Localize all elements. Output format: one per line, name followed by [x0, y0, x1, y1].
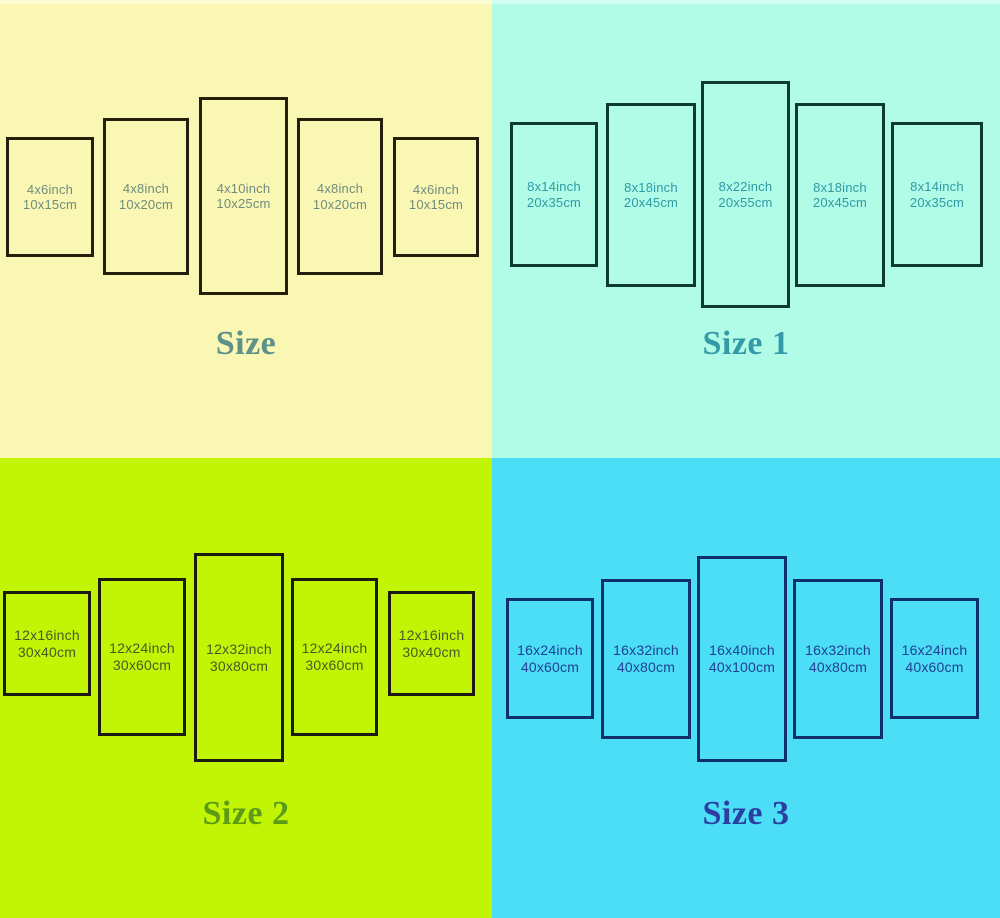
panel-label-inch: 8x22inch: [718, 179, 773, 195]
panel-label-inch: 4x10inch: [216, 180, 271, 196]
canvas-panel: 12x24inch 30x60cm: [291, 578, 378, 736]
panel-label-cm: 40x60cm: [520, 658, 580, 675]
panel-label-cm: 20x45cm: [623, 195, 679, 210]
panel-label: 16x32inch 40x80cm: [613, 642, 679, 675]
panel-label-inch: 12x16inch: [398, 626, 465, 643]
canvas-panel: 12x16inch 30x40cm: [3, 591, 91, 696]
panel-label-inch: 16x24inch: [517, 641, 583, 658]
panel-label: 8x14inch 20x35cm: [910, 179, 964, 210]
panel-label-cm: 30x60cm: [112, 657, 172, 673]
panel-label: 8x22inch 20x55cm: [718, 179, 772, 210]
canvas-panel: 8x14inch 20x35cm: [510, 122, 598, 267]
panel-label-inch: 12x16inch: [14, 626, 80, 643]
panel-label: 8x14inch 20x35cm: [527, 179, 581, 210]
panel-label-cm: 10x20cm: [118, 196, 174, 212]
panel-label-inch: 12x24inch: [109, 640, 175, 657]
canvas-panel: 16x32inch 40x80cm: [793, 579, 883, 739]
panel-label-cm: 10x20cm: [312, 196, 368, 212]
panel-label-cm: 10x15cm: [408, 197, 464, 212]
panel-label: 16x24inch 40x60cm: [517, 642, 583, 675]
canvas-panel: 16x24inch 40x60cm: [506, 598, 594, 719]
panel-label-inch: 16x24inch: [901, 641, 968, 658]
panel-label: 8x18inch 20x45cm: [624, 180, 678, 211]
panel-cluster-size-1: 8x14inch 20x35cm 8x18inch 20x45cm 8x22in…: [492, 0, 1000, 320]
quadrant-caption: Size: [215, 325, 277, 362]
panel-label: 4x6inch 10x15cm: [23, 182, 77, 213]
canvas-panel: 16x24inch 40x60cm: [890, 598, 979, 719]
panel-label-cm: 10x15cm: [22, 197, 78, 212]
panel-label-cm: 30x40cm: [402, 643, 461, 660]
canvas-panel: 8x18inch 20x45cm: [795, 103, 885, 287]
canvas-panel: 4x6inch 10x15cm: [393, 137, 479, 257]
quadrant-size-3: 16x24inch 40x60cm 16x32inch 40x80cm 16x4…: [492, 458, 1000, 918]
panel-label-inch: 12x32inch: [206, 640, 272, 657]
panel-label: 4x8inch 10x20cm: [119, 181, 173, 212]
panel-label-inch: 16x32inch: [805, 642, 871, 659]
canvas-panel: 12x32inch 30x80cm: [194, 553, 284, 762]
panel-label-cm: 30x60cm: [305, 657, 364, 673]
canvas-panel: 12x24inch 30x60cm: [98, 578, 186, 736]
panel-label-cm: 20x45cm: [812, 195, 868, 210]
panel-cluster-size: 4x6inch 10x15cm 4x8inch 10x20cm 4x10inch…: [0, 0, 492, 320]
panel-label-inch: 4x6inch: [26, 181, 74, 197]
panel-label-inch: 4x8inch: [316, 181, 364, 197]
panel-label-cm: 40x100cm: [708, 659, 776, 675]
canvas-panel: 16x32inch 40x80cm: [601, 579, 691, 739]
panel-label-cm: 20x55cm: [718, 194, 773, 210]
panel-label: 12x16inch 30x40cm: [14, 627, 80, 660]
canvas-panel: 4x8inch 10x20cm: [297, 118, 383, 275]
panel-label: 4x8inch 10x20cm: [313, 181, 367, 212]
quadrant-caption: Size 2: [202, 795, 290, 832]
canvas-panel: 4x10inch 10x25cm: [199, 97, 288, 295]
panel-label-inch: 4x8inch: [122, 181, 170, 197]
panel-label-cm: 10x25cm: [216, 196, 271, 211]
quadrant-caption: Size 3: [702, 795, 790, 832]
panel-label-inch: 8x18inch: [813, 179, 867, 195]
panel-label: 12x24inch 30x60cm: [109, 640, 175, 673]
panel-label: 4x10inch 10x25cm: [216, 181, 270, 212]
panel-label-cm: 40x60cm: [905, 658, 964, 675]
canvas-panel: 4x8inch 10x20cm: [103, 118, 189, 275]
panel-label: 16x40inch 40x100cm: [709, 642, 775, 675]
quadrant-size-2: 12x16inch 30x40cm 12x24inch 30x60cm 12x3…: [0, 458, 492, 918]
canvas-panel: 8x22inch 20x55cm: [701, 81, 790, 308]
panel-label-inch: 4x6inch: [412, 181, 460, 197]
panel-label-inch: 8x18inch: [624, 179, 678, 195]
panel-label-cm: 30x40cm: [17, 643, 77, 660]
panel-label: 12x32inch 30x80cm: [206, 641, 272, 674]
panel-label: 16x24inch 40x60cm: [902, 642, 968, 675]
panel-label-inch: 16x32inch: [613, 642, 679, 659]
panel-cluster-size-2: 12x16inch 30x40cm 12x24inch 30x60cm 12x3…: [0, 458, 492, 778]
panel-label: 16x32inch 40x80cm: [805, 642, 871, 675]
panel-cluster-size-3: 16x24inch 40x60cm 16x32inch 40x80cm 16x4…: [492, 458, 1000, 778]
panel-label-inch: 12x24inch: [301, 640, 368, 657]
canvas-panel: 8x14inch 20x35cm: [891, 122, 983, 267]
quadrant-size: 4x6inch 10x15cm 4x8inch 10x20cm 4x10inch…: [0, 0, 492, 458]
panel-label: 12x16inch 30x40cm: [399, 627, 465, 660]
panel-label: 4x6inch 10x15cm: [409, 182, 463, 213]
panel-label-cm: 20x35cm: [909, 194, 965, 210]
panel-label-inch: 8x14inch: [527, 179, 581, 195]
quadrant-caption: Size 1: [702, 325, 790, 362]
panel-label: 8x18inch 20x45cm: [813, 180, 867, 211]
canvas-panel: 16x40inch 40x100cm: [697, 556, 787, 762]
canvas-panel: 4x6inch 10x15cm: [6, 137, 94, 257]
panel-label-cm: 30x80cm: [209, 657, 269, 674]
panel-label-cm: 40x80cm: [808, 659, 868, 675]
panel-label-cm: 20x35cm: [526, 194, 582, 210]
panel-label: 12x24inch 30x60cm: [302, 640, 368, 673]
panel-label-inch: 8x14inch: [910, 179, 964, 195]
canvas-panel: 12x16inch 30x40cm: [388, 591, 475, 696]
quadrant-size-1: 8x14inch 20x35cm 8x18inch 20x45cm 8x22in…: [492, 0, 1000, 458]
canvas-panel: 8x18inch 20x45cm: [606, 103, 696, 287]
panel-label-inch: 16x40inch: [709, 642, 775, 659]
panel-label-cm: 40x80cm: [616, 659, 676, 675]
